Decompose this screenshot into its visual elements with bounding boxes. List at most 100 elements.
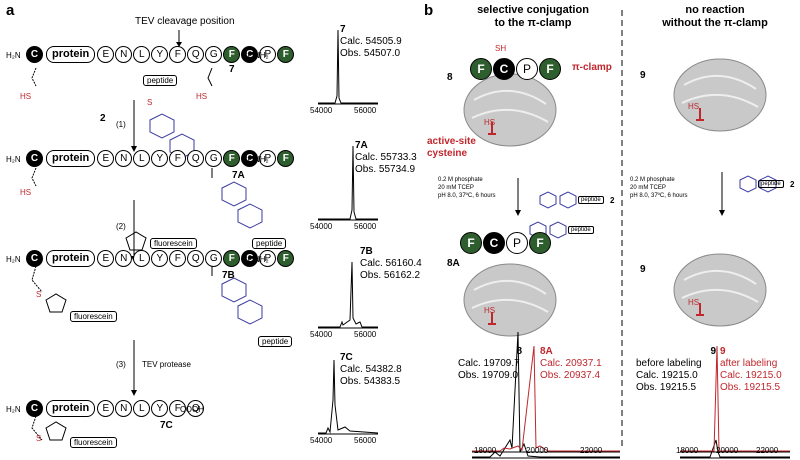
right-heading: no reaction without the π-clamp [630,4,800,30]
compound-7b-label: 7B [222,270,235,281]
right-heading-line-1: no reaction [685,4,745,16]
residue-bead-e: E [97,250,115,268]
ms-8a-calc: Calc. 20937.1 [540,358,602,369]
residue-bead-f: F [277,46,295,64]
residue-bead-y: Y [151,46,169,64]
ms-tick: 54000 [310,106,333,115]
ms-7c-compound: 7C [340,352,353,363]
ms-8-values: Calc. 19709.7 Obs. 19709.0 [458,358,520,382]
residue-bead-c: C [26,46,43,64]
h2n-label: H₂N [6,51,21,60]
residue-bead-l: L [133,46,151,64]
compound-9-label: 9 [640,70,646,81]
peptide-box: peptide [578,196,604,204]
ms-tick: 54000 [310,222,333,231]
s-label: S [147,98,153,107]
ms-9-before-block: 9 before labeling Calc. 19215.0 Obs. 192… [636,346,716,394]
compound-2-label: 2 [790,180,795,189]
residue-bead-e: E [97,46,115,64]
ms-7a-block: 7A Calc. 55733.3 Obs. 55734.9 [355,140,417,176]
fluorescein-box: fluorescein [70,311,117,322]
clamp-bead-f: F [539,58,561,80]
left-heading-line-1: selective conjugation [477,4,589,16]
ms-7a-compound: 7A [355,140,368,151]
residue-bead-n: N [115,400,133,418]
conh2-label: CONH₂ [242,255,269,264]
h2n-label: H₂N [6,155,21,164]
left-heading: selective conjugation to the π-clamp [448,4,618,30]
ms-7a-calc: Calc. 55733.3 [355,152,417,163]
right-heading-line-2: without the π-clamp [662,17,768,29]
residue-bead-e: E [97,400,115,418]
residue-bead-f: F [169,250,187,268]
ms-tick: 56000 [354,330,377,339]
residue-bead-l: L [133,400,151,418]
ms-7-obs: Obs. 54507.0 [340,48,401,59]
residue-bead-p: P [259,150,277,168]
residue-bead-g: G [205,150,223,168]
ms-7b-obs: Obs. 56162.2 [360,270,421,281]
residue-bead-q: Q [187,400,205,418]
step-2-label: (2) [116,222,126,231]
ms-8-calc: Calc. 19709.7 [458,358,520,369]
compound-9b-label: 9 [640,264,646,275]
peptide-box: peptide [758,180,784,188]
ms-tick: 56000 [354,106,377,115]
ms-spectra-a [318,29,379,435]
compound-7-label: 7 [229,64,235,75]
tev-cleavage-label: TEV cleavage position [135,16,235,27]
ms-9-after-compound: 9 [720,346,726,357]
residue-bead-c: C [241,250,259,268]
residue-bead-f: F [223,46,241,64]
step-1-label: (1) [116,120,126,129]
ms-tick: 54000 [310,436,333,445]
panel-b-letter: b [424,2,434,19]
peptide-box: peptide [258,336,293,347]
residue-bead-p: P [259,250,277,268]
residue-bead-q: Q [187,150,205,168]
left-heading-line-2: to the π-clamp [494,17,572,29]
compound-7c-label: 7C [160,420,173,431]
residue-bead-q: Q [187,46,205,64]
ms-9-after: after labeling [720,358,778,369]
residue-bead-l: L [133,250,151,268]
residue-bead-c: C [241,150,259,168]
ms-7-block: 7 Calc. 54505.9 Obs. 54507.0 [340,24,402,60]
compound-8a-label: 8A [447,258,460,269]
step-3-label: (3) [116,360,126,369]
panel-b-graphics [463,10,790,459]
maleimide-ring [125,231,147,251]
protein-box: protein [46,150,96,168]
ms-7-calc: Calc. 54505.9 [340,36,402,47]
residue-bead-y: Y [151,400,169,418]
ms-7b-block: 7B Calc. 56160.4 Obs. 56162.2 [360,246,422,282]
ms-tick: 54000 [310,330,333,339]
residue-bead-f: F [169,46,187,64]
sh-label: SH [495,44,507,53]
protein-structures [463,58,767,337]
fluorescein-box: fluorescein [150,238,197,249]
s-label: S [36,434,42,443]
ms-9-after-obs: Obs. 19215.5 [720,382,781,393]
clamp-bead-p: P [516,58,538,80]
hs-label: HS [20,188,32,197]
conditions-right: 0.2 M phosphate 20 mM TCEP pH 8.0, 37ºC,… [630,176,688,200]
residue-bead-q: Q [187,250,205,268]
residue-bead-g: G [205,250,223,268]
condition-line: 0.2 M phosphate [438,177,483,183]
conditions-left: 0.2 M phosphate 20 mM TCEP pH 8.0, 37ºC,… [438,176,496,200]
ms-8-block: 8 [462,346,522,358]
ms-9-after-block: 9 after labeling Calc. 19215.0 Obs. 1921… [720,346,782,394]
panel-a-letter: a [6,2,15,19]
ms-7c-obs: Obs. 54383.5 [340,376,401,387]
ms-9-after-calc: Calc. 19215.0 [720,370,782,381]
tev-protease-label: TEV protease [142,360,191,369]
condition-line: pH 8.0, 37ºC, 6 hours [438,193,496,199]
residue-bead-c: C [26,150,43,168]
active-site-line-2: cysteine [427,148,468,159]
